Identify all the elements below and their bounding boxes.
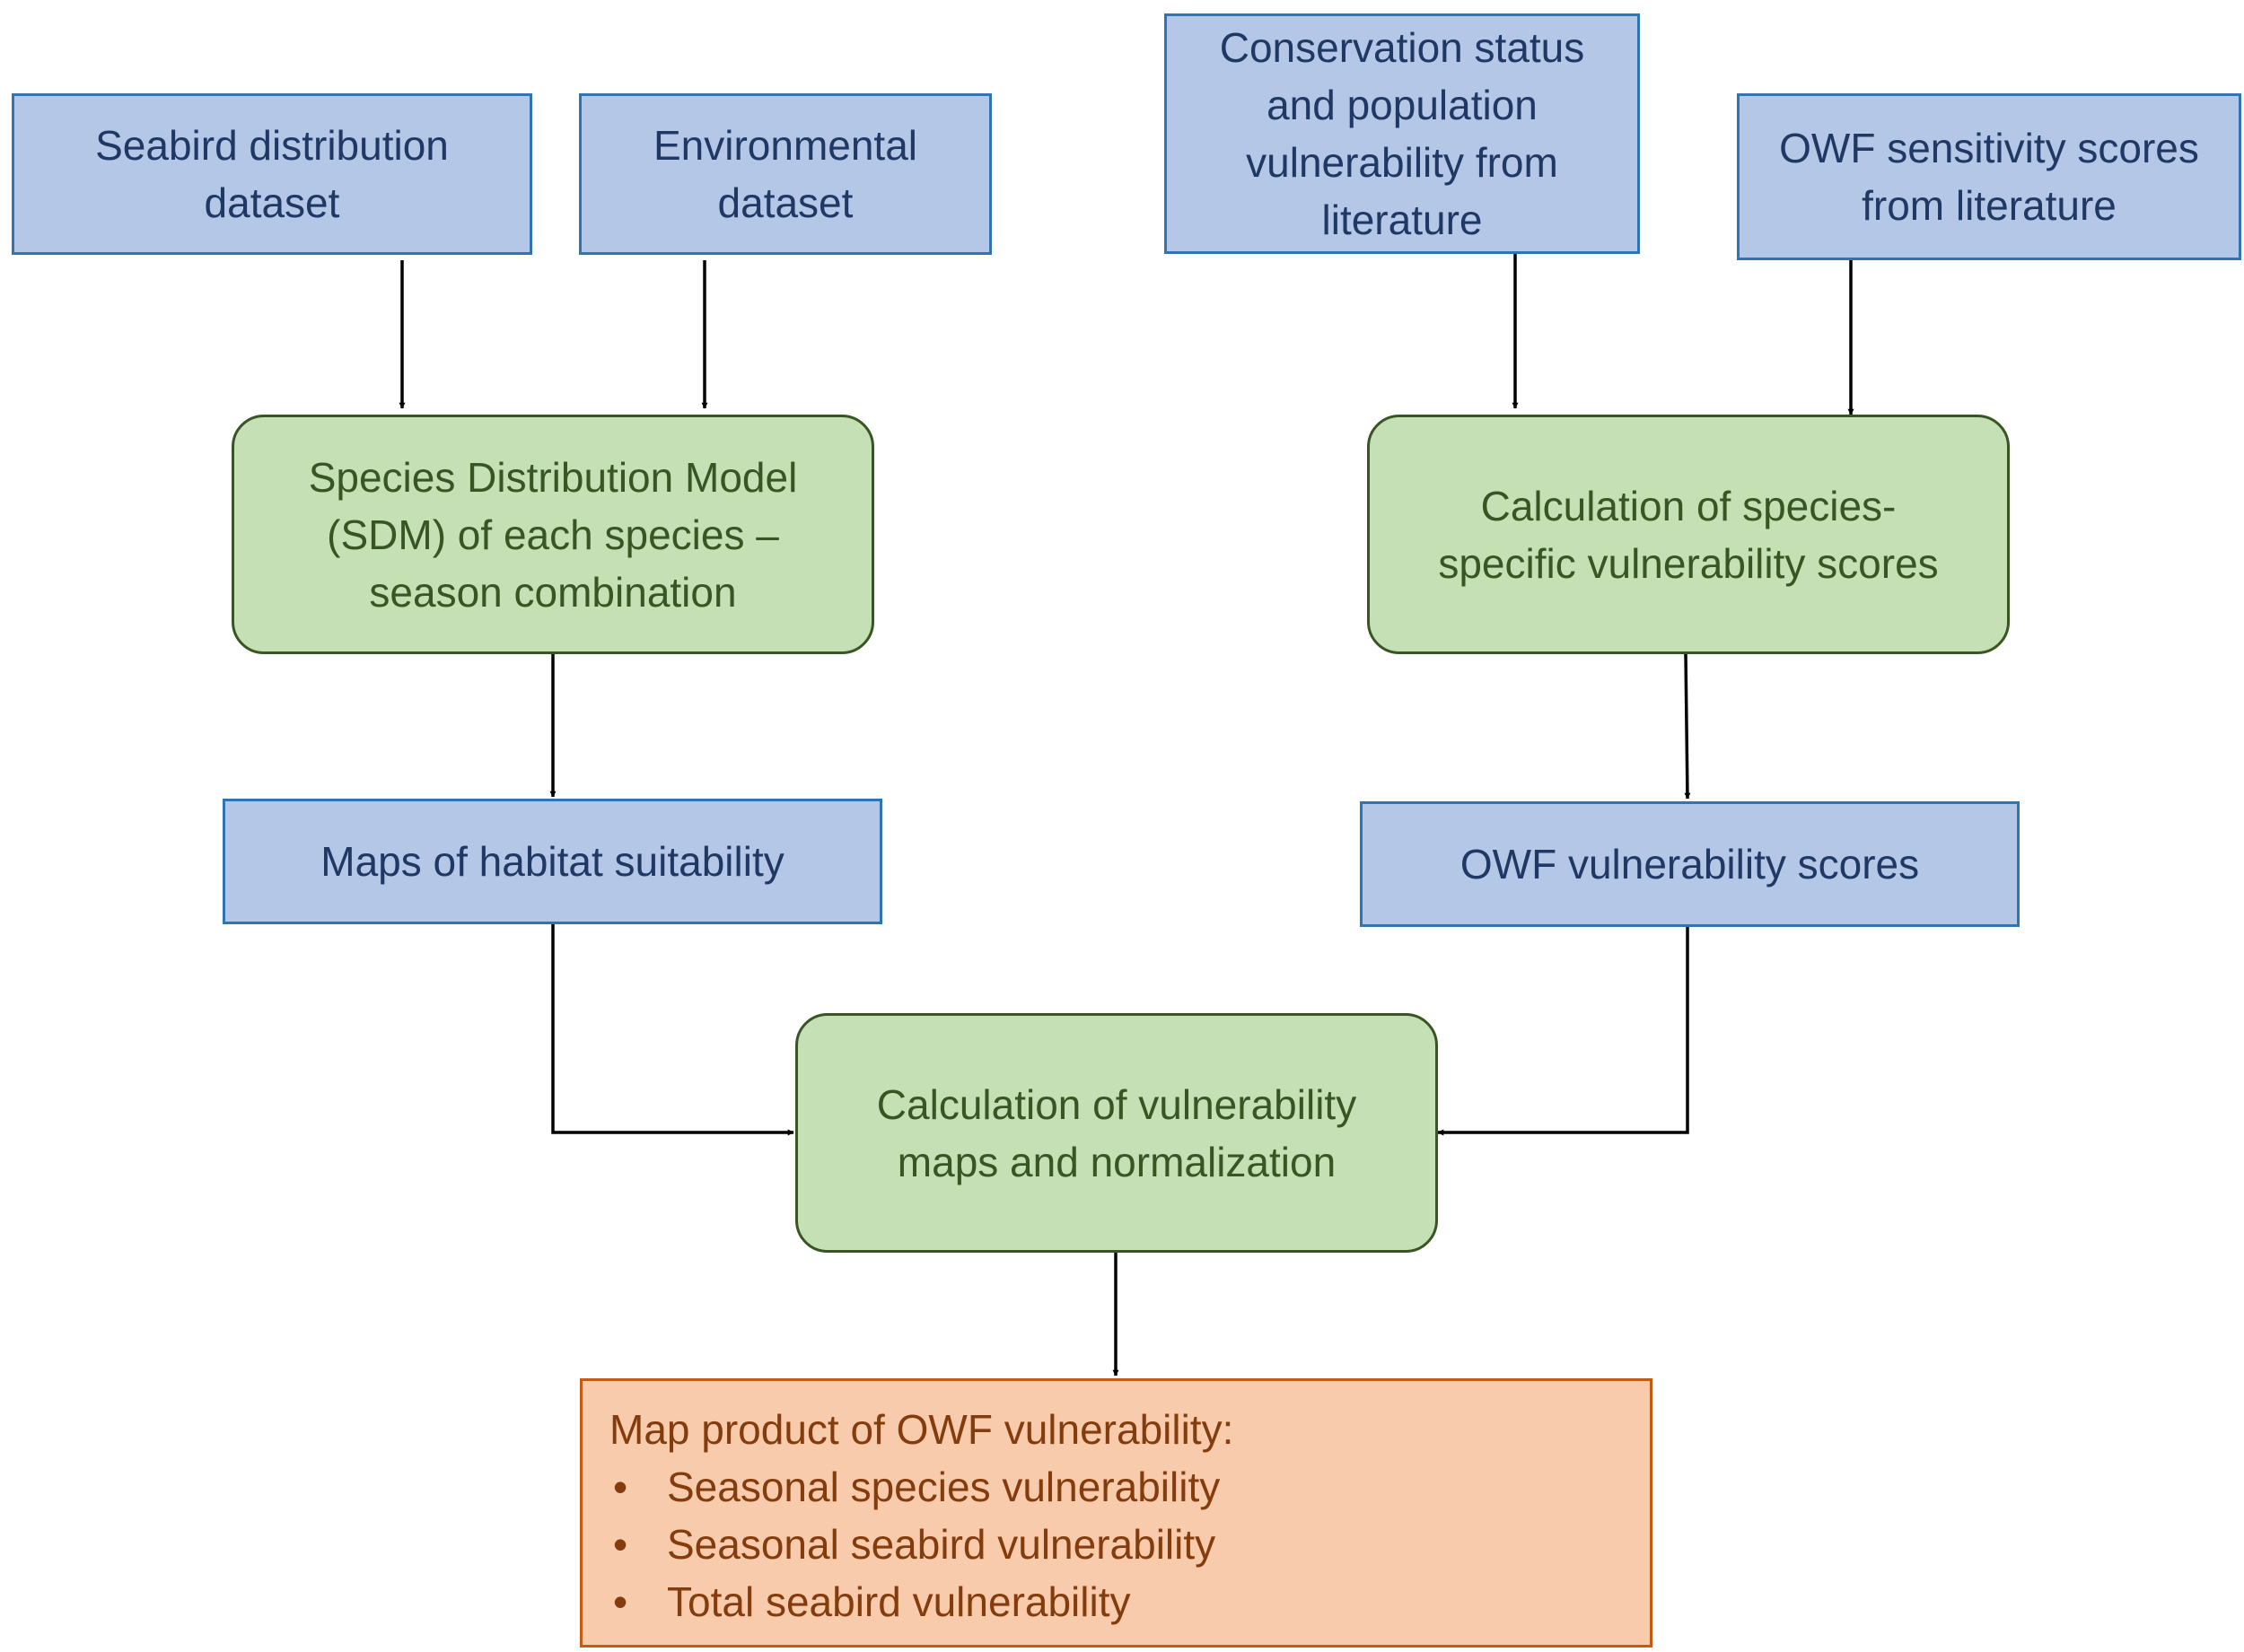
conservation-status-label: Conservation status and population vulne…	[1219, 24, 1585, 243]
owf-vulnerability-scores-box: OWF vulnerability scores	[1360, 801, 2020, 927]
map-product-item-label: Seasonal species vulnerability	[667, 1464, 1221, 1510]
conservation-status-box: Conservation status and population vulne…	[1164, 13, 1640, 254]
species-distribution-model-box: Species Distribution Model (SDM) of each…	[232, 415, 874, 654]
map-product-box: Map product of OWF vulnerability: • Seas…	[580, 1378, 1652, 1648]
bullet-icon: •	[613, 1521, 628, 1568]
habitat-suitability-maps-box: Maps of habitat suitability	[223, 799, 882, 924]
species-vulnerability-calculation-box: Calculation of species- specific vulnera…	[1367, 415, 2010, 654]
map-product-item-label: Seasonal seabird vulnerability	[667, 1521, 1216, 1568]
environmental-dataset-label: Environmental dataset	[653, 122, 918, 226]
map-product-item: • Seasonal seabird vulnerability	[609, 1516, 1623, 1573]
map-product-item: • Seasonal species vulnerability	[609, 1458, 1623, 1516]
arrow-habitat-maps-to-calc-maps	[551, 922, 794, 1136]
owf-vulnerability-scores-label: OWF vulnerability scores	[1459, 841, 1920, 887]
map-product-title: Map product of OWF vulnerability:	[609, 1406, 1234, 1453]
seabird-distribution-dataset-label: Seabird distribution dataset	[95, 122, 449, 226]
environmental-dataset-box: Environmental dataset	[579, 93, 992, 255]
vulnerability-maps-calculation-box: Calculation of vulnerability maps and no…	[795, 1013, 1438, 1253]
species-distribution-model-label: Species Distribution Model (SDM) of each…	[308, 453, 798, 616]
map-product-item-label: Total seabird vulnerability	[667, 1578, 1131, 1625]
vulnerability-maps-calculation-label: Calculation of vulnerability maps and no…	[876, 1080, 1357, 1185]
arrow-calc-species-to-owf-scores	[1684, 653, 1691, 800]
species-vulnerability-calculation-label: Calculation of species- specific vulnera…	[1438, 482, 1939, 587]
owf-sensitivity-scores-box: OWF sensitivity scores from literature	[1737, 93, 2241, 260]
seabird-distribution-dataset-box: Seabird distribution dataset	[12, 93, 532, 255]
arrow-owf-scores-to-calc-maps	[1437, 925, 1689, 1136]
bullet-icon: •	[613, 1464, 628, 1510]
map-product-item: • Total seabird vulnerability	[609, 1573, 1623, 1630]
bullet-icon: •	[613, 1578, 628, 1625]
owf-sensitivity-scores-label: OWF sensitivity scores from literature	[1779, 125, 2199, 229]
habitat-suitability-maps-label: Maps of habitat suitability	[320, 838, 785, 885]
map-product-list: • Seasonal species vulnerability • Seaso…	[609, 1458, 1623, 1630]
